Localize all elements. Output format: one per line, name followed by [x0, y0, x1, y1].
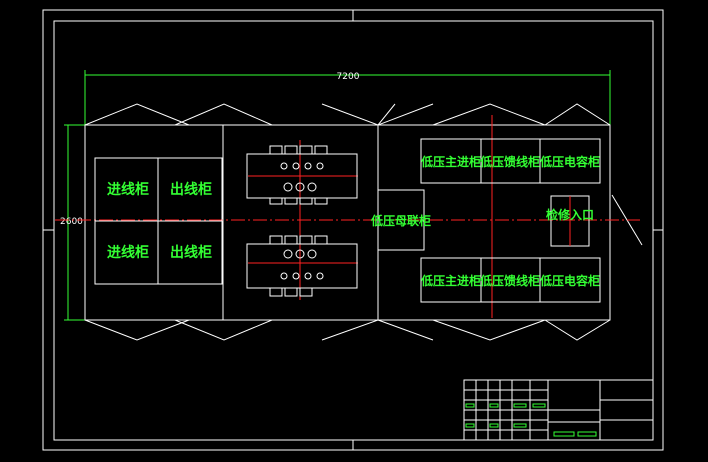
cabinet-label: 进线柜 [107, 181, 149, 198]
cabinet-label: 低压馈线柜 [479, 273, 540, 288]
left-cabinet-group: 进线柜 出线柜 进线柜 出线柜 [94, 157, 223, 285]
bus-tie-cabinet: 低压母联柜 [370, 189, 431, 251]
roof-bottom [84, 319, 611, 341]
axis-lines [55, 115, 640, 318]
entrance-label: 检修入口 [546, 207, 594, 222]
roof-top [84, 103, 611, 126]
cabinet-label: 出线柜 [170, 181, 212, 198]
right-bottom-cabinets: 低压主进柜 低压馈线柜 低压电容柜 [420, 257, 601, 303]
building-outline [84, 124, 611, 321]
length-dimension: 7200 [84, 70, 611, 125]
title-block [463, 379, 654, 441]
cabinet-label: 低压电容柜 [539, 273, 600, 288]
cabinet-label: 低压电容柜 [539, 154, 600, 169]
length-dimension-label: 7200 [337, 72, 360, 82]
transformer-bottom [246, 235, 358, 297]
centering-marks [43, 10, 663, 450]
drawing-frame [53, 20, 654, 441]
right-top-cabinets: 低压主进柜 低压馈线柜 低压电容柜 [420, 138, 601, 184]
maintenance-entrance: 检修入口 [546, 195, 594, 247]
cabinet-label: 低压主进柜 [420, 154, 481, 169]
cabinet-label: 低压主进柜 [420, 273, 481, 288]
bus-tie-label: 低压母联柜 [370, 213, 431, 228]
transformer-top [246, 145, 358, 205]
title-block-marks [465, 403, 597, 437]
width-dimension: 2600 [60, 124, 85, 321]
cabinet-label: 进线柜 [107, 244, 149, 261]
cabinet-label: 出线柜 [170, 244, 212, 261]
cabinet-label: 低压馈线柜 [479, 154, 540, 169]
width-dimension-label: 2600 [60, 217, 83, 227]
